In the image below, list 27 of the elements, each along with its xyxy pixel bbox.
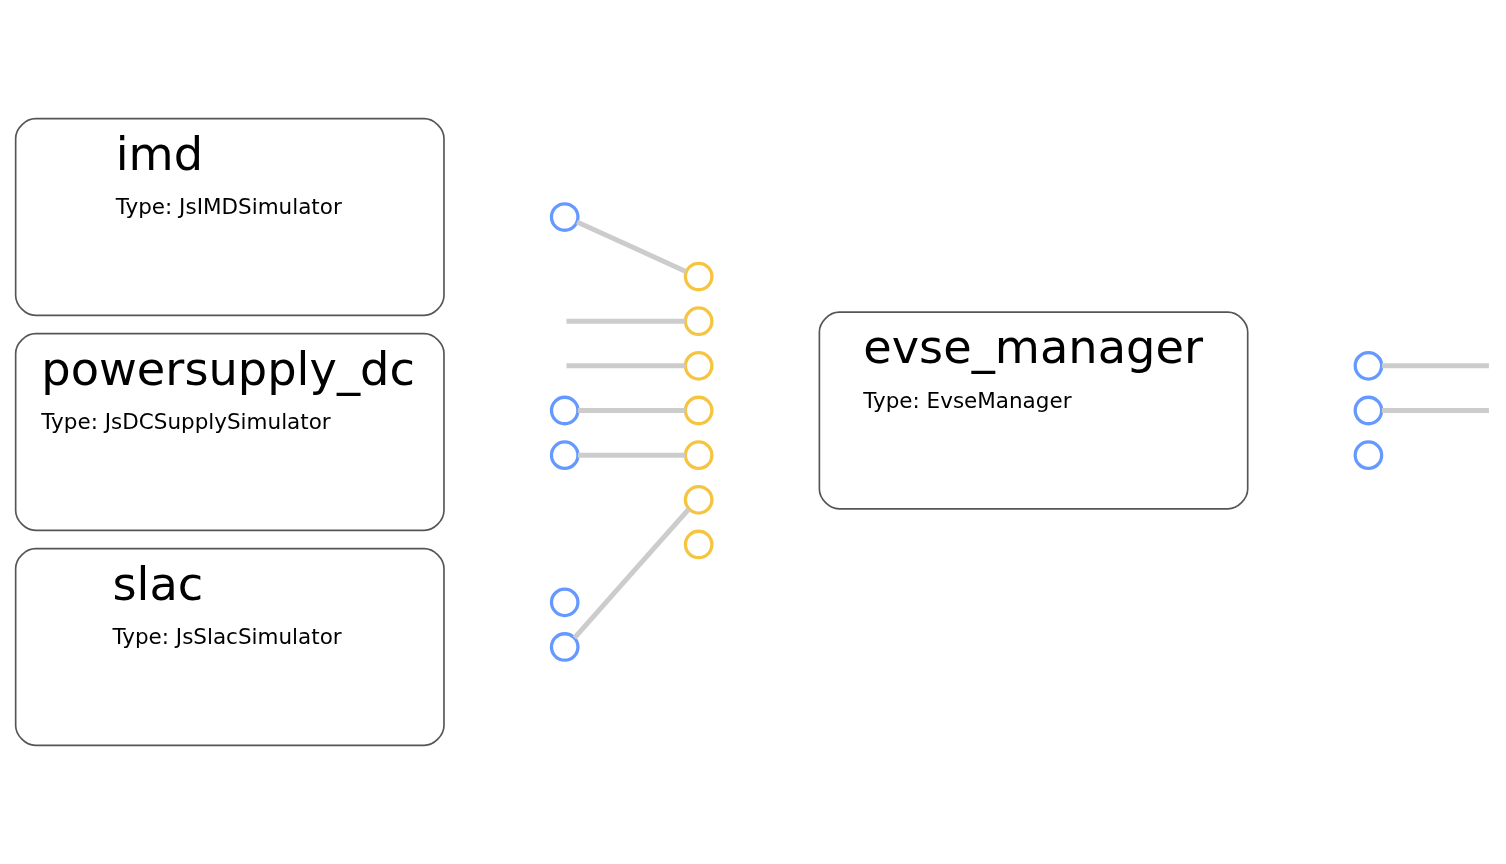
node-circle (1353, 350, 1384, 381)
node-box: imd Type: JsIMDSimulator (14, 117, 445, 317)
node-circle (683, 395, 714, 426)
connector (566, 363, 686, 369)
connector (577, 452, 686, 458)
node-circle (683, 484, 714, 515)
node-circle (549, 395, 580, 426)
node-circle (683, 261, 714, 292)
node-circle (549, 202, 580, 232)
node-circle (549, 632, 580, 662)
node-box: slac Type: JsSlacSimulator (14, 547, 445, 747)
node-circle (1353, 395, 1384, 426)
node-circle (683, 440, 714, 471)
node-box: evse_manager Type: EvseManager (818, 311, 1249, 510)
connector (577, 408, 686, 413)
node-box: powersupply_dc Type: JsDCSupplySimulator (14, 332, 445, 532)
connector (572, 507, 691, 640)
node-circle (549, 440, 580, 471)
connector (1381, 363, 1489, 369)
node-circle (1353, 440, 1384, 471)
connector (576, 219, 687, 274)
node-circle (683, 306, 714, 337)
connector (566, 318, 686, 324)
connector (1381, 408, 1489, 413)
node-circle (549, 587, 580, 618)
node-circle (683, 529, 714, 560)
node-circle (683, 350, 714, 381)
